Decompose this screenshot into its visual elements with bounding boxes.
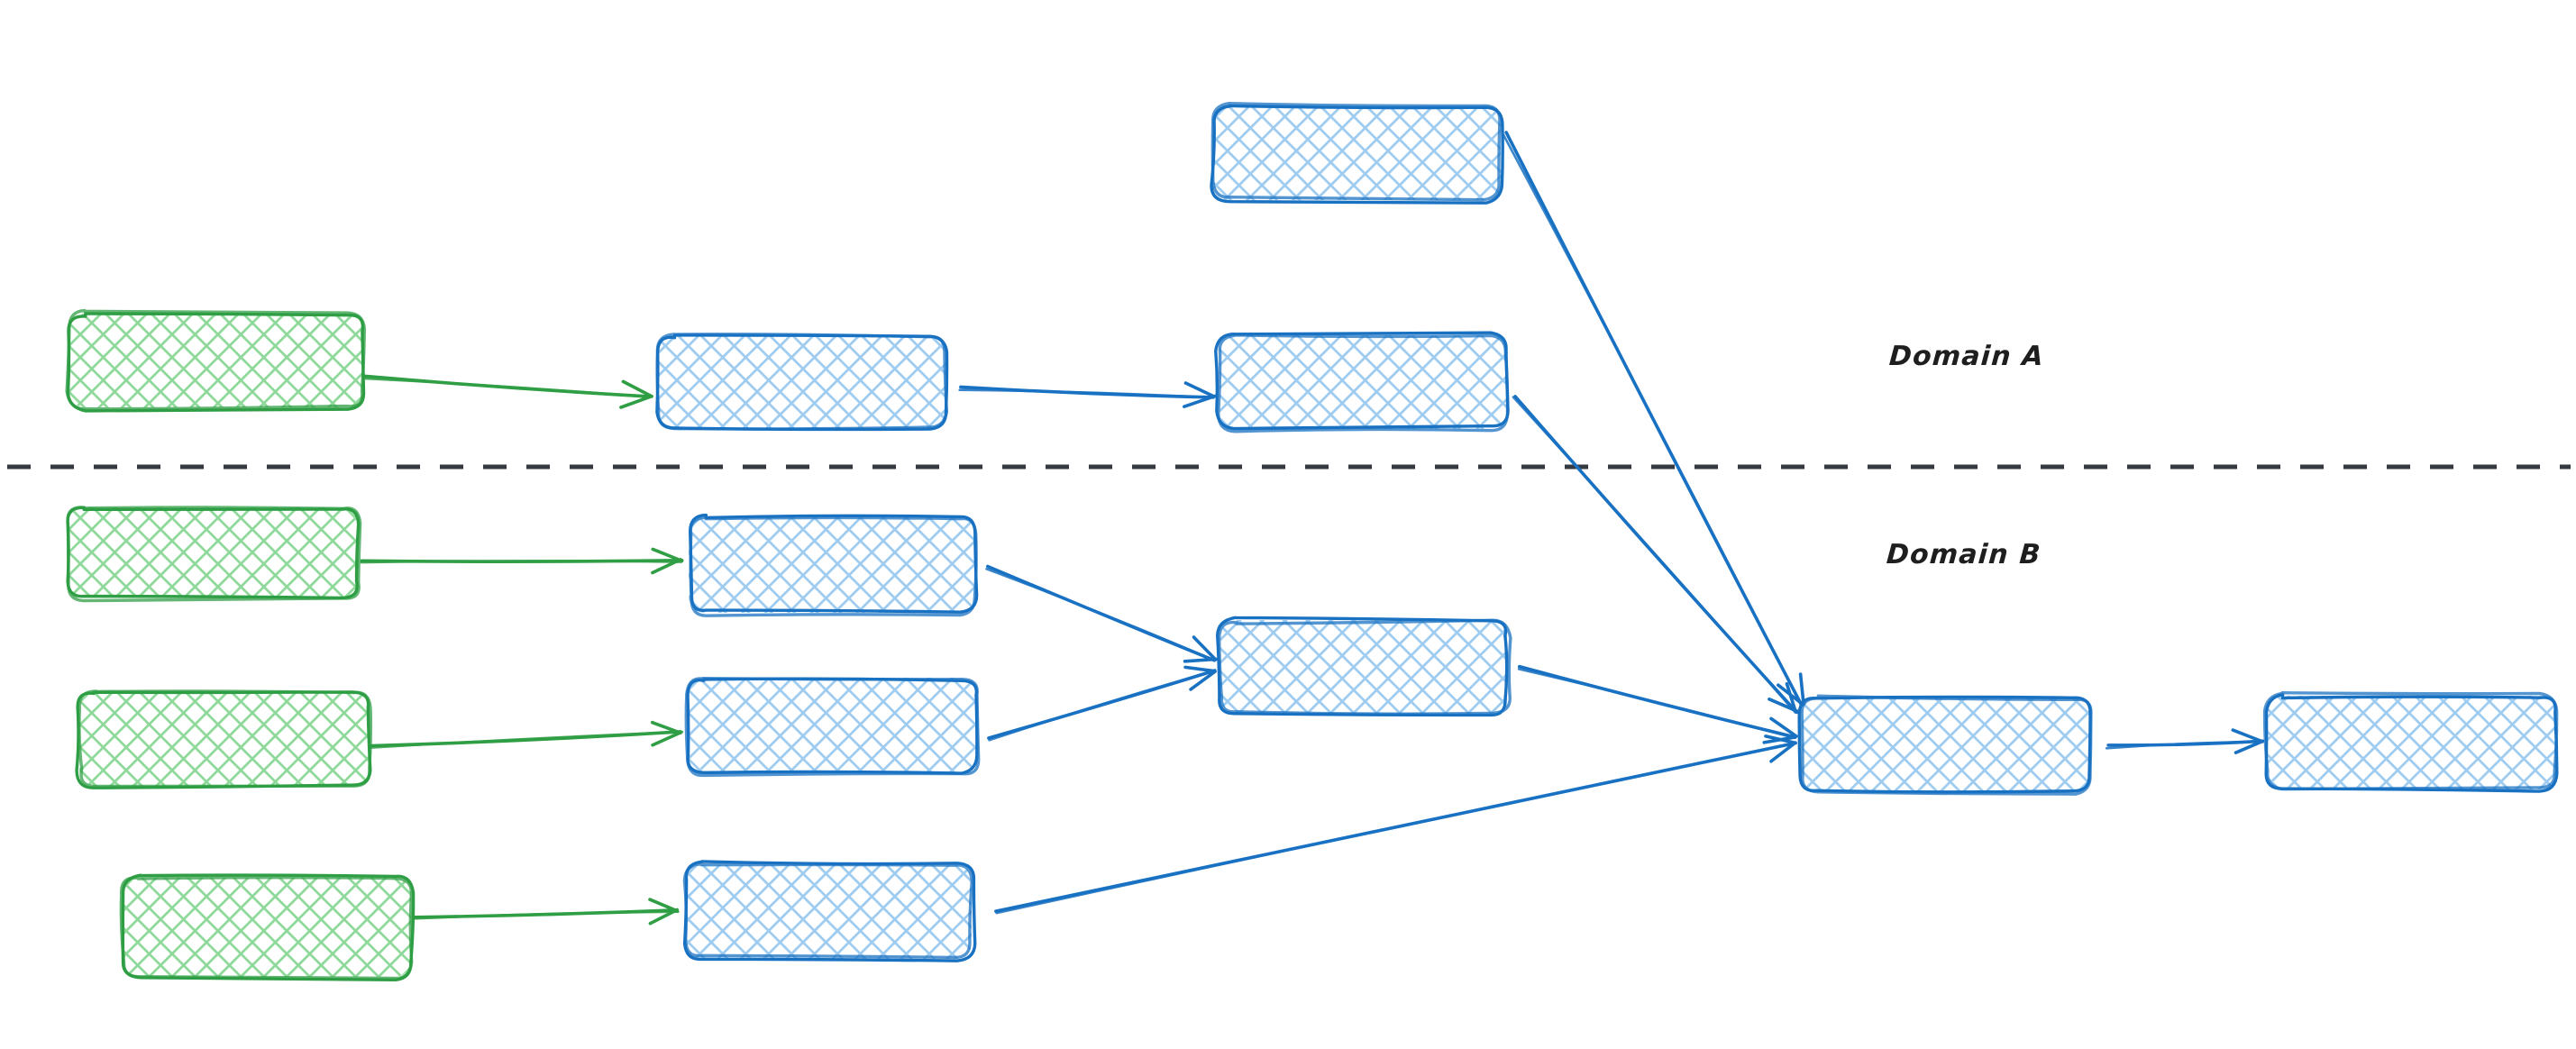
node-fill bbox=[123, 878, 411, 977]
node-domain-b-step-1[interactable] bbox=[689, 513, 979, 617]
node-fill bbox=[2268, 696, 2556, 789]
node-domain-b-source-1[interactable] bbox=[66, 506, 362, 603]
edge-b-blue-1-to-merge[interactable] bbox=[985, 564, 1218, 663]
node-outline bbox=[78, 689, 373, 789]
edge-b-green-1-to-b-blue-1[interactable] bbox=[360, 547, 684, 575]
node-domain-a-source[interactable] bbox=[65, 308, 367, 413]
node-outline bbox=[1210, 101, 1502, 202]
node-fill bbox=[685, 865, 972, 959]
nodes-layer bbox=[65, 101, 2559, 982]
node-domain-b-step-3[interactable] bbox=[682, 860, 977, 962]
edge-a-green-to-a-blue-1[interactable] bbox=[361, 374, 653, 409]
node-fill bbox=[689, 678, 977, 773]
node-outline bbox=[1797, 695, 2092, 794]
node-outline bbox=[1800, 694, 2093, 796]
node-fill bbox=[689, 517, 977, 613]
node-fill bbox=[1212, 106, 1501, 200]
node-outline bbox=[1214, 331, 1510, 431]
node-domain-b-merge[interactable] bbox=[1216, 616, 1512, 717]
node-fill bbox=[1802, 698, 2090, 791]
node-aggregation-hub[interactable] bbox=[1797, 694, 2093, 796]
node-domain-a-step-1[interactable] bbox=[655, 333, 949, 432]
edge-merge-to-hub[interactable] bbox=[1517, 664, 1798, 744]
edges-layer bbox=[360, 131, 2265, 926]
edge-top-blue-to-hub[interactable] bbox=[1502, 131, 1805, 707]
edge-a-blue-1-to-a-blue-2[interactable] bbox=[958, 381, 1217, 408]
node-outline bbox=[1217, 618, 1512, 716]
node-outline bbox=[682, 862, 974, 960]
node-outline bbox=[1217, 333, 1510, 433]
node-fill bbox=[1219, 335, 1508, 429]
node-fill bbox=[69, 507, 359, 597]
node-outline bbox=[65, 308, 367, 411]
node-outline bbox=[689, 515, 978, 617]
node-outline bbox=[655, 333, 949, 431]
node-domain-b-source-3[interactable] bbox=[119, 873, 416, 982]
node-outline bbox=[684, 677, 981, 778]
node-outline bbox=[66, 506, 362, 603]
edge-b-green-3-to-b-blue-3[interactable] bbox=[412, 898, 680, 926]
edge-b-blue-2-to-merge[interactable] bbox=[987, 665, 1217, 742]
node-domain-b-step-2[interactable] bbox=[684, 677, 981, 778]
edge-b-blue-3-to-hub[interactable] bbox=[994, 734, 1797, 915]
node-domain-b-source-2[interactable] bbox=[75, 689, 373, 789]
domain-a-label: Domain A bbox=[1887, 341, 2046, 372]
node-output[interactable] bbox=[2262, 691, 2559, 793]
edge-b-green-2-to-b-blue-2[interactable] bbox=[370, 720, 684, 749]
node-fill bbox=[657, 336, 947, 430]
node-outline bbox=[2262, 691, 2559, 791]
node-fill bbox=[79, 692, 370, 786]
node-domain-a-step-2[interactable] bbox=[1214, 331, 1510, 433]
domain-b-label: Domain B bbox=[1885, 539, 2042, 570]
edge-a-blue-2-to-hub[interactable] bbox=[1512, 395, 1799, 715]
node-fill bbox=[69, 314, 364, 407]
node-fill bbox=[1220, 620, 1507, 714]
node-outline bbox=[119, 875, 414, 981]
edge-hub-to-output[interactable] bbox=[2105, 728, 2265, 754]
node-top-blue[interactable] bbox=[1210, 101, 1504, 205]
